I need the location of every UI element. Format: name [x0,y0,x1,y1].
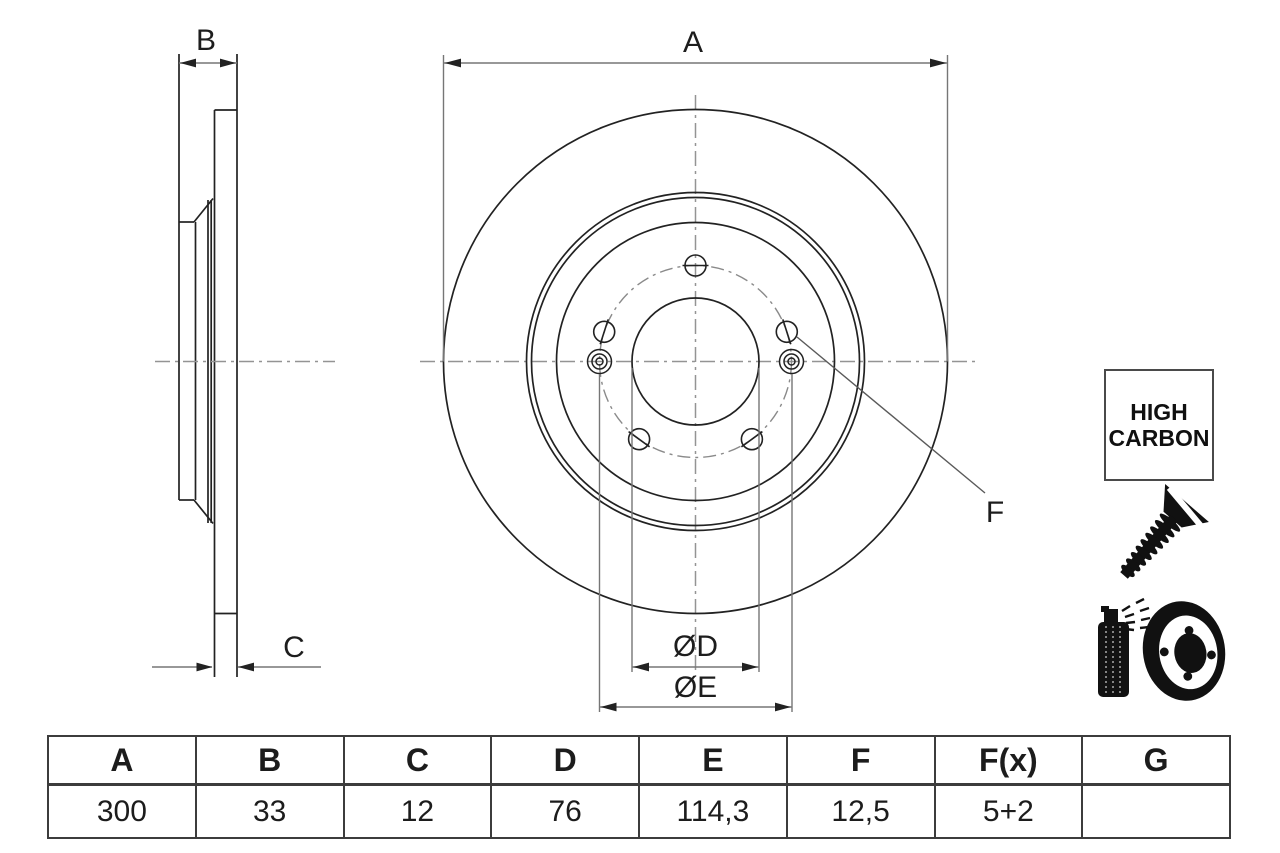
col-header-b: B [194,735,345,786]
spray-can-icon [1098,606,1129,697]
friction-ring-inner-circle-1 [525,191,866,532]
value-fx: 5+2 [933,783,1084,839]
arrowhead [220,58,236,68]
dim-e-label: ØE [674,671,717,704]
col-header-c: C [342,735,493,786]
hat-circle [555,221,836,502]
col-header-fx: F(x) [933,735,1084,786]
dimension-e: ØE [598,374,793,712]
value-a: 300 [47,783,197,839]
dimension-table: A B C D E F F(x) G 300 33 12 76 114,3 12… [47,735,1231,839]
bolt-hole [592,320,616,344]
dimension-a: A [442,26,949,362]
dim-a-label: A [683,26,703,59]
col-header-e: E [638,735,788,786]
badge-line2: CARBON [1108,425,1210,451]
dimension-f: F [796,336,1004,529]
dim-d-label: ØD [673,630,718,663]
value-c: 12 [342,783,493,839]
dimension-b: B [179,24,237,68]
arrowhead [196,662,213,672]
col-header-a: A [47,735,197,786]
high-carbon-badge: HIGH CARBON [1104,369,1214,481]
friction-ring-inner-circle-2 [530,196,861,527]
value-e: 114,3 [638,783,788,839]
arrowhead [600,702,617,712]
screw-icon [1120,483,1209,579]
bolt-holes [592,254,799,451]
dimension-c: C [152,631,321,672]
front-view [420,95,975,677]
brake-disc-drawing: B C [152,24,1226,712]
badge-line1: HIGH [1130,399,1188,425]
value-g [1081,783,1231,839]
col-header-d: D [490,735,640,786]
value-d: 76 [490,783,640,839]
col-header-g: G [1081,735,1231,786]
spray-mist [1121,597,1151,632]
arrowhead [633,662,649,672]
dim-c-label: C [283,631,305,664]
dimension-d: ØD [631,368,760,672]
dim-f-label: F [986,496,1004,529]
bolt-hole [627,427,651,451]
arrowhead [444,58,461,68]
threaded-hole [778,348,805,375]
arrowhead [775,702,791,712]
table-value-row: 300 33 12 76 114,3 12,5 5+2 [47,783,1231,839]
arrowhead [238,662,254,672]
col-header-f: F [785,735,936,786]
table-header-row: A B C D E F F(x) G [47,735,1231,786]
bolt-hole [775,320,799,344]
arrowhead [742,662,758,672]
side-section-view [178,54,238,677]
arrowhead [180,58,196,68]
threaded-holes [586,348,805,375]
coated-disc-icon [1142,601,1226,701]
spray-icon [1098,597,1226,701]
threaded-hole [586,348,613,375]
center-bore-circle [631,297,760,426]
arrowhead [930,58,947,68]
value-f: 12,5 [785,783,936,839]
bolt-hole [740,427,764,451]
value-b: 33 [194,783,345,839]
dim-b-label: B [196,24,216,57]
